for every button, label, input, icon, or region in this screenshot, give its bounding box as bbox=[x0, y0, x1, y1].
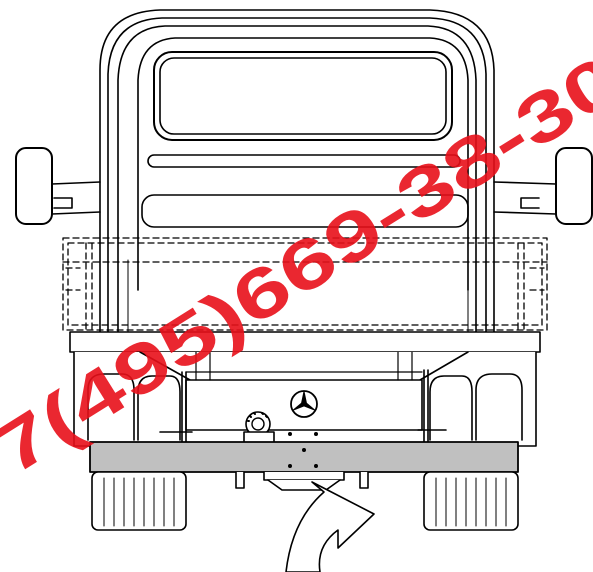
rear-bumper bbox=[89, 441, 519, 473]
bolts bbox=[288, 432, 318, 468]
cab-vertical-lines bbox=[127, 259, 469, 339]
three-pointed-star-emblem bbox=[290, 390, 318, 418]
tow-hitch bbox=[235, 471, 369, 491]
left-fender-2 bbox=[137, 375, 181, 441]
right-bracket bbox=[417, 369, 447, 447]
right-fender bbox=[429, 375, 473, 441]
curved-arrow-indicator bbox=[285, 481, 375, 572]
left-mirror bbox=[15, 147, 53, 225]
cab-inner-line bbox=[107, 17, 487, 339]
right-fender-2 bbox=[475, 373, 523, 441]
cab-panel bbox=[141, 194, 469, 228]
cargo-bed-dashed bbox=[62, 237, 548, 331]
cab-inner-line-2 bbox=[117, 25, 477, 339]
rear-panel-lines bbox=[185, 351, 423, 381]
rear-window bbox=[153, 51, 453, 141]
tow-socket bbox=[243, 411, 275, 445]
left-wheel bbox=[91, 471, 187, 531]
right-wheel bbox=[423, 471, 519, 531]
left-fender bbox=[87, 373, 135, 441]
right-mirror bbox=[555, 147, 593, 225]
cab-ridge bbox=[147, 154, 461, 168]
rear-window-inner bbox=[159, 57, 447, 135]
window-frame bbox=[137, 37, 469, 291]
right-mirror-arm bbox=[493, 181, 557, 215]
left-mirror-arm bbox=[51, 181, 101, 215]
left-bracket bbox=[159, 371, 193, 447]
